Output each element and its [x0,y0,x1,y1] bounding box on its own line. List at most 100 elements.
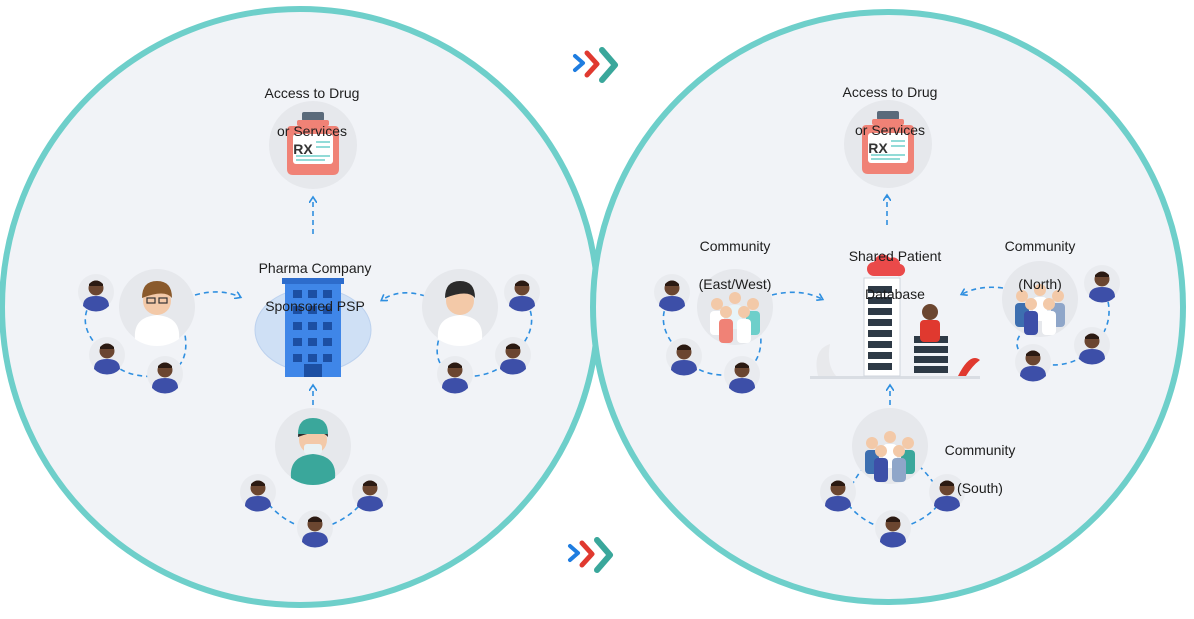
community-north-label: Community (North) [980,218,1100,313]
patient-avatar-icon-11 [666,338,702,376]
server-stack-unit [914,356,948,363]
left-access-label: Access to Drug or Services [237,65,387,160]
patient-avatar-icon-1 [78,274,114,312]
psp-label-line2: Sponsored PSP [265,298,365,314]
doctor-glasses-right [158,297,168,304]
server-unit [868,319,892,326]
community-group-south-icon-member-head [884,431,896,443]
arrow-north-to-db [962,286,1004,294]
database-server-icon [810,254,980,379]
forward-chevrons-icon-top [573,47,618,83]
community-group-east-west-icon [710,292,760,343]
community-group-north-icon-member-body [1042,311,1056,335]
forward-chevrons-icon-top-red [584,50,600,78]
rx-bottle-tag-right: RX [868,140,888,156]
community-group-east-west-icon-member-head [720,306,732,318]
patient-avatar-icon-14 [1074,327,1110,365]
community-group-north-icon-member-head [1016,290,1028,302]
doctor-icon-hair [142,281,172,298]
shared-db-label: Shared Patient Database [820,228,970,323]
building-window [308,322,317,330]
patient-avatar-icon-8 [297,510,333,548]
forward-chevrons-icon-bottom-teal [594,537,613,573]
left-access-label-line1: Access to Drug [264,85,360,101]
surgeon-icon [290,418,336,486]
community-group-north-icon-member-head [1025,298,1037,310]
cluster-eastwest-link [662,294,762,376]
plant-right-icon [958,358,980,376]
community-group-south-icon-member-head [866,437,878,449]
server-rack-back [863,277,901,377]
server-person-body [920,320,940,342]
community-east-west-line1: Community [699,238,771,254]
building-window [293,338,302,346]
community-group-south-icon-member-head [893,445,905,457]
patient-avatar-icon-9 [352,474,388,512]
forward-chevrons-icon-bottom [568,537,613,573]
shared-db-label-line1: Shared Patient [848,248,942,264]
plant-left-icon [816,344,836,376]
server-unit [868,330,892,337]
surgeon-mask [304,444,322,454]
server-stack-unit [914,366,948,373]
rx-bottle-tag-left: RX [293,141,313,157]
building-window [293,306,302,314]
community-north-line1: Community [1004,238,1076,254]
nurse-icon [437,281,483,347]
community-group-east-west-icon-member-head [747,298,759,310]
forward-chevrons-icon-bottom-red [579,540,595,568]
server-stack-unit [914,346,948,353]
community-south-line2: (South) [957,480,1003,496]
patient-avatar-icon-16 [820,474,856,512]
psp-label-line1: Pharma Company [258,260,372,276]
community-east-west-label: Community (East/West) [675,218,795,313]
community-group-east-west-icon-member-body [737,319,751,343]
community-east-west-line2: (East/West) [698,276,772,292]
forward-chevrons-icon-top-blue [573,54,585,72]
surgeon-icon-coat [290,454,336,486]
building-window [293,290,302,298]
building-window [308,354,317,362]
community-group-south-icon-member-body [892,458,906,482]
patient-avatar-icon-12 [724,356,760,394]
patient-avatar-icon-6 [437,356,473,394]
forward-chevrons-icon-bottom-blue [568,544,580,562]
community-group-north-icon-member-head [1052,290,1064,302]
patient-avatar-icon-5 [495,337,531,375]
community-group-south-icon-member-head [902,437,914,449]
community-group-north-icon [1015,284,1065,335]
community-group-south-icon-member-body [874,458,888,482]
patient-avatar-icon-15 [1015,344,1051,382]
community-south-line1: Community [944,442,1016,458]
community-group-south-icon-member-head [875,445,887,457]
cluster-left-nurse-link [436,294,533,378]
psp-label: Pharma Company Sponsored PSP [230,240,400,335]
arrow-eastwest-to-db [771,291,822,299]
shared-db-label-line2: Database [865,286,925,302]
building-window [308,290,317,298]
doctor-icon [134,281,180,347]
rx-bottle-icon-left: RX [286,111,340,176]
community-group-north-icon-member-head [1043,298,1055,310]
right-access-label: Access to Drug or Services [815,64,965,159]
patient-avatar-icon-3 [147,356,183,394]
nurse-icon-hair [445,281,475,298]
building-window [308,306,317,314]
community-group-east-west-icon-member-head [738,306,750,318]
building-roof [282,278,344,284]
server-unit [868,286,892,293]
cloud-icon [867,254,906,277]
nurse-icon-coat [437,315,483,347]
server-unit [868,363,892,370]
server-unit [868,352,892,359]
patient-avatar-icon-2 [89,337,125,375]
building-window [323,338,332,346]
community-south-label: Community (South) [920,422,1040,517]
building-window [293,354,302,362]
community-group-east-west-icon-member-head [729,292,741,304]
community-group-east-west-icon-member-body [719,319,733,343]
rx-bottle-icon-right: RX [861,110,915,175]
doctor-glasses-left [146,297,156,304]
